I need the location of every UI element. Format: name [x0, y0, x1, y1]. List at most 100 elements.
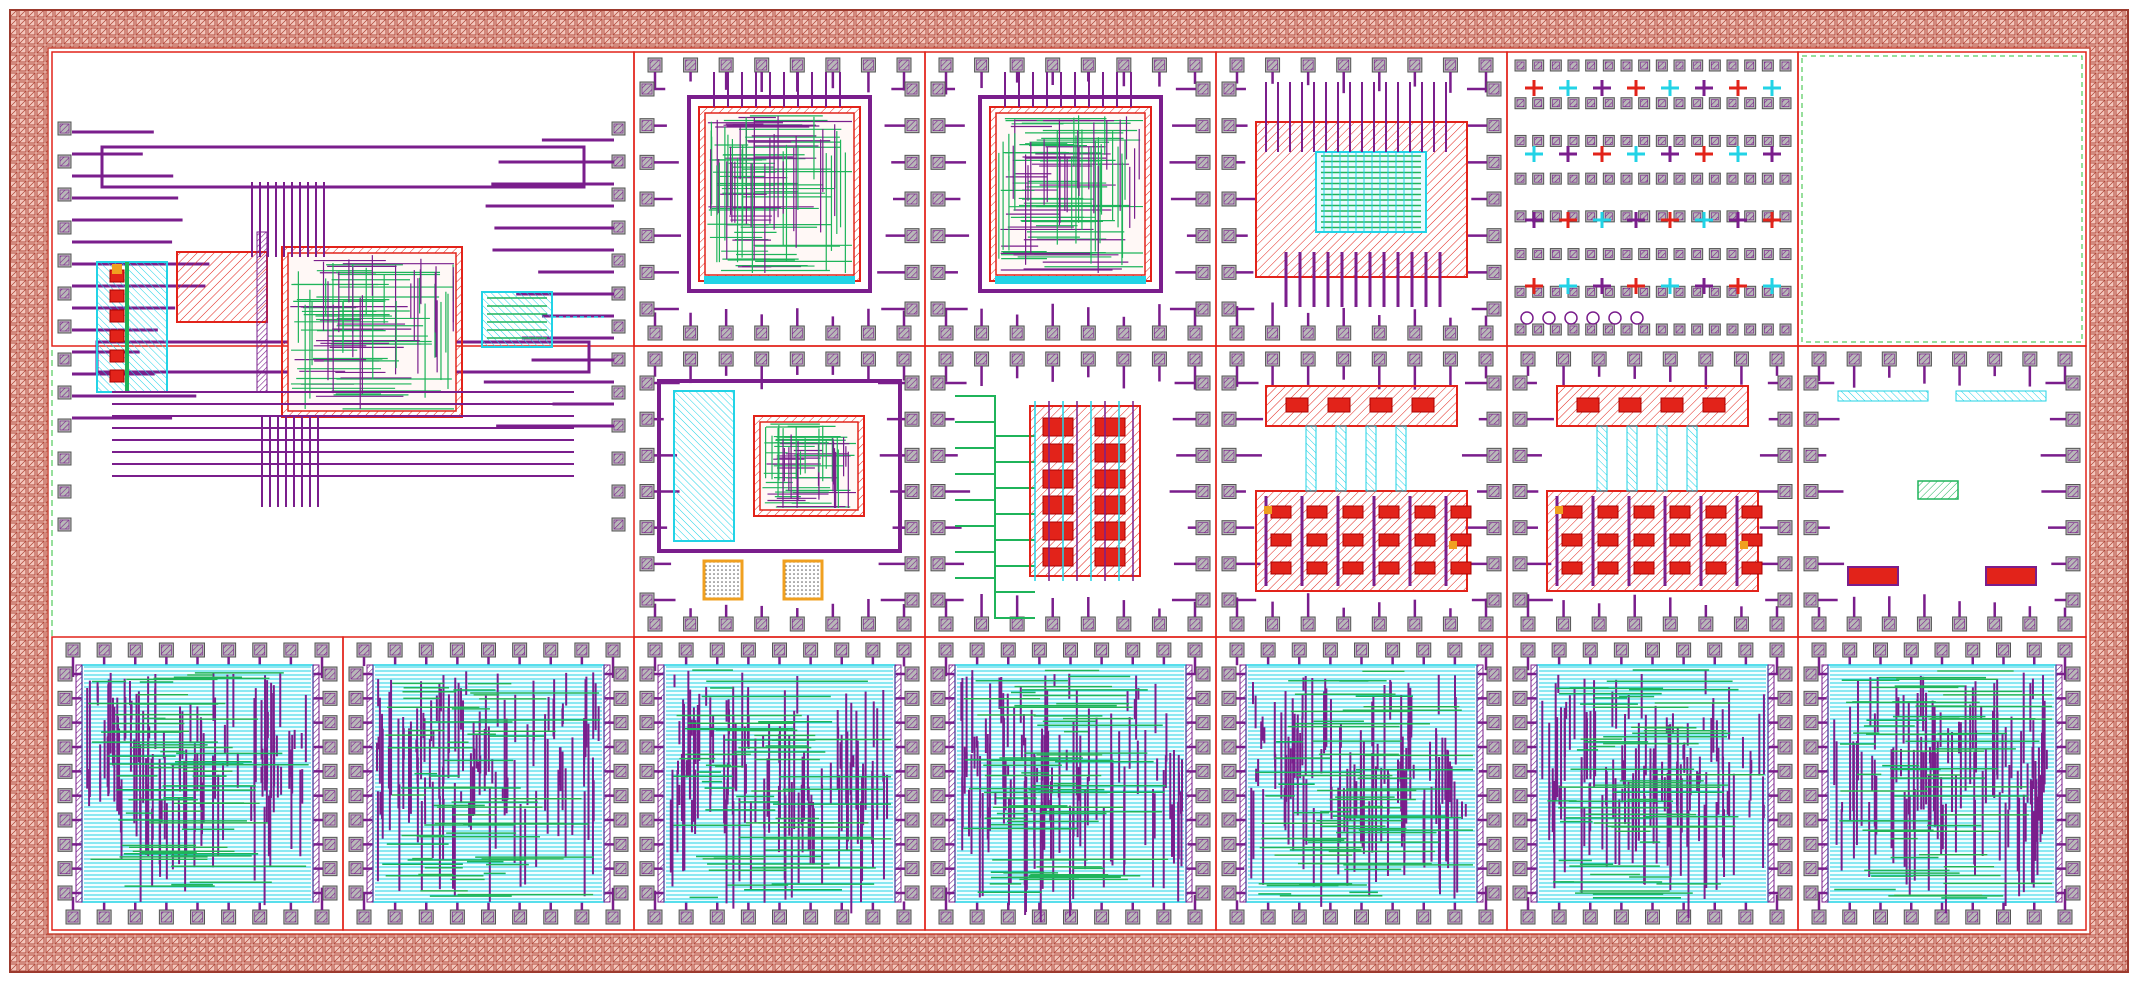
inductor-loop — [1630, 311, 1644, 325]
pad-inner — [324, 668, 336, 680]
pad-inner — [756, 59, 768, 71]
pad-inner — [1664, 618, 1676, 630]
pad-inner — [906, 83, 918, 95]
pad-inner — [59, 790, 71, 801]
pad-inner — [1998, 911, 2009, 923]
pad-inner — [641, 303, 653, 315]
pad-inner — [774, 911, 785, 923]
pad-inner — [1154, 59, 1165, 71]
pad-inner — [1197, 594, 1209, 606]
pad-inner — [1779, 450, 1791, 461]
pad-inner — [906, 887, 918, 899]
pad-inner — [1711, 174, 1719, 183]
pair-device — [1450, 561, 1472, 575]
pad-inner — [1740, 644, 1752, 656]
pair-device — [1633, 533, 1655, 547]
pad-inner — [98, 644, 110, 656]
pad-inner — [1197, 413, 1209, 425]
pad-inner — [1197, 377, 1209, 389]
mos-finger — [1094, 443, 1126, 463]
pair-device — [1702, 397, 1726, 413]
pad-inner — [1779, 377, 1791, 389]
pad-inner — [1552, 61, 1560, 70]
pad-inner — [906, 594, 918, 606]
pad-inner — [1127, 911, 1139, 923]
pad-inner — [350, 790, 362, 801]
pad-inner — [1781, 137, 1790, 145]
pad-inner — [1096, 911, 1107, 923]
pad-inner — [898, 353, 910, 365]
pad-inner — [1675, 137, 1684, 145]
pad-inner — [1593, 618, 1605, 630]
pad-inner — [1728, 250, 1737, 258]
pad-inner — [898, 327, 910, 339]
pad-inner — [1002, 911, 1014, 923]
pad-inner — [1805, 377, 1817, 389]
pad-inner — [59, 354, 70, 365]
inductor-loop — [1608, 311, 1622, 325]
pad-inner — [1813, 618, 1825, 630]
pad-inner — [1189, 618, 1201, 630]
pad-inner — [1640, 287, 1648, 296]
pad-inner — [1781, 99, 1790, 108]
tile-digital_core — [924, 636, 1217, 931]
pad-inner — [1552, 250, 1560, 258]
pad-inner — [1197, 814, 1209, 826]
pad-inner — [774, 644, 785, 656]
pad-inner — [1693, 174, 1701, 183]
pad-inner — [2067, 887, 2079, 899]
pad-inner — [906, 766, 918, 777]
pad-inner — [1480, 644, 1492, 656]
pair-device — [1414, 561, 1436, 575]
pair-device — [1669, 561, 1691, 575]
pad-inner — [1516, 61, 1525, 70]
pair-device — [1270, 533, 1292, 547]
ring-bus — [1955, 390, 2047, 402]
pad-inner — [1514, 558, 1526, 570]
pad-inner — [2059, 353, 2071, 365]
pad-inner — [1197, 887, 1209, 899]
pad-inner — [324, 887, 336, 899]
pad-inner — [2067, 377, 2079, 389]
pad-inner — [1781, 287, 1790, 296]
pad-inner — [514, 911, 525, 923]
pad-inner — [1445, 618, 1456, 630]
pad-inner — [649, 644, 661, 656]
pad-inner — [1223, 413, 1235, 425]
tile-sparse_ring — [1797, 345, 2087, 638]
pair-device — [1378, 533, 1400, 547]
pad-inner — [1569, 137, 1578, 145]
pad-inner — [1569, 287, 1578, 296]
pad-inner — [2059, 911, 2071, 923]
pad-inner — [1764, 99, 1772, 108]
pad-inner — [1514, 413, 1526, 425]
pad-inner — [1223, 267, 1235, 278]
pad-inner — [1805, 790, 1817, 801]
pad-inner — [1805, 839, 1817, 850]
pad-inner — [641, 839, 653, 850]
pad-inner — [1779, 413, 1791, 425]
pad-inner — [59, 222, 70, 233]
pad-inner — [1764, 325, 1772, 334]
pad-inner — [940, 644, 952, 656]
green-trace — [955, 447, 1035, 489]
mos-finger — [1094, 495, 1126, 515]
pad-inner — [1552, 174, 1560, 183]
inductor-loop — [1564, 311, 1578, 325]
pad-inner — [2059, 618, 2071, 630]
pad-inner — [1338, 618, 1350, 630]
pad-inner — [685, 59, 696, 71]
pad-inner — [1514, 668, 1526, 680]
pad-inner — [1658, 61, 1666, 70]
pad-inner — [324, 766, 336, 777]
pad-inner — [1779, 594, 1791, 606]
pad-inner — [1728, 174, 1737, 183]
pad-inner — [1813, 911, 1825, 923]
pad-inner — [1998, 644, 2009, 656]
pad-inner — [613, 354, 624, 365]
pad-inner — [932, 377, 944, 389]
pad-inner — [613, 255, 624, 266]
pad-inner — [1488, 717, 1500, 728]
pad-inner — [932, 887, 944, 899]
pad-inner — [1488, 267, 1500, 278]
